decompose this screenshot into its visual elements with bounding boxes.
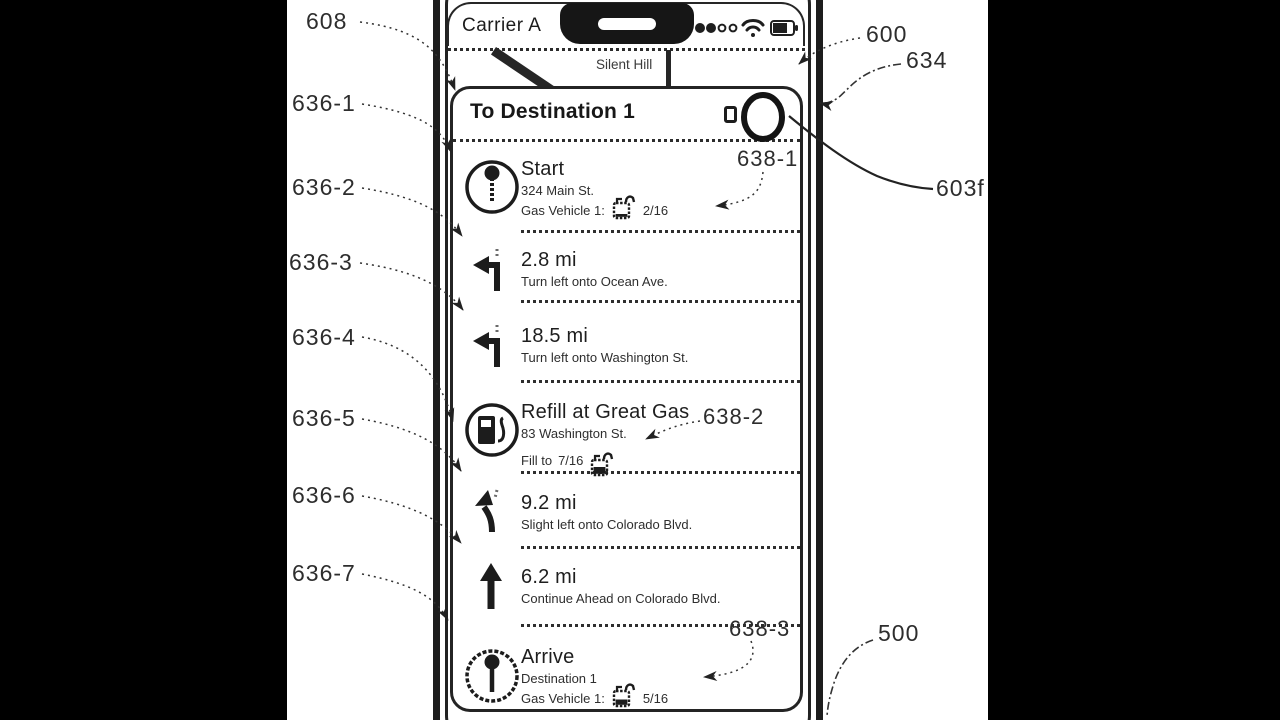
step-title: Start	[521, 158, 565, 180]
ref-label-638-1: 638-1	[737, 146, 799, 171]
ref-label-636-5: 636-5	[292, 405, 356, 431]
list-toggle-icon[interactable]	[724, 106, 737, 123]
step-turn-2[interactable]: 18.5 mi Turn left onto Washington St.	[453, 303, 800, 380]
ref-label-636-6: 636-6	[292, 482, 356, 508]
gas-can-icon	[591, 452, 614, 477]
step-title: Arrive	[521, 646, 575, 668]
gas-can-icon	[612, 683, 635, 708]
divider	[521, 546, 800, 549]
ref-label-634: 634	[906, 47, 948, 73]
wifi-icon	[741, 19, 765, 37]
fuel-value: 2/16	[642, 202, 669, 218]
speaker-slot-icon	[598, 18, 656, 30]
slight-left-arrow-icon	[475, 489, 499, 533]
signal-dots-icon	[695, 23, 738, 33]
step-instruction: Continue Ahead on Colorado Blvd.	[521, 591, 721, 606]
step-instruction: Turn left onto Ocean Ave.	[521, 274, 668, 289]
gas-can-icon	[612, 195, 635, 220]
divider	[521, 471, 800, 474]
step-turn-1[interactable]: 2.8 mi Turn left onto Ocean Ave.	[453, 233, 800, 300]
ref-label-636-1: 636-1	[292, 90, 356, 116]
divider	[521, 230, 800, 233]
ref-label-638-3: 638-3	[729, 616, 791, 641]
step-refill[interactable]: Refill at Great Gas 83 Washington St. Fi…	[453, 383, 800, 477]
step-instruction: Turn left onto Washington St.	[521, 350, 689, 365]
ref-label-636-7: 636-7	[292, 560, 356, 586]
fuel-label: Gas Vehicle 1:	[521, 202, 605, 218]
ref-label-600: 600	[866, 21, 908, 47]
step-arrive[interactable]: Arrive Destination 1 Gas Vehicle 1: 5/16	[453, 627, 800, 720]
circle-button-icon[interactable]	[739, 92, 787, 142]
step-straight[interactable]: 6.2 mi Continue Ahead on Colorado Blvd.	[453, 549, 800, 624]
map-road	[666, 50, 671, 87]
turn-left-arrow-icon	[473, 325, 500, 367]
ref-label-636-2: 636-2	[292, 174, 356, 200]
gas-pump-icon	[465, 403, 519, 457]
statusbar-divider	[448, 48, 805, 51]
ref-label-500: 500	[878, 620, 920, 646]
step-title: 6.2 mi	[521, 566, 577, 588]
step-title: 9.2 mi	[521, 492, 577, 514]
turn-left-arrow-icon	[473, 249, 500, 291]
ref-label-603f: 603f	[936, 175, 985, 201]
ref-label-638-2: 638-2	[703, 404, 765, 429]
map-street-label: Silent Hill	[596, 57, 653, 72]
step-address: 83 Washington St.	[521, 426, 627, 441]
status-icons	[695, 19, 798, 37]
step-title: 2.8 mi	[521, 249, 577, 271]
step-address: Destination 1	[521, 671, 597, 686]
carrier-label: Carrier A	[462, 15, 542, 36]
straight-arrow-icon	[480, 563, 502, 609]
step-title: Refill at Great Gas	[521, 401, 690, 423]
step-start[interactable]: Start 324 Main St. Gas Vehicle 1: 2/16	[453, 142, 800, 230]
fuel-value: 5/16	[642, 690, 669, 706]
divider	[521, 380, 800, 383]
step-title: 18.5 mi	[521, 325, 588, 347]
pin-icon	[465, 649, 519, 703]
notch	[560, 3, 694, 44]
fuel-label: Fill to	[521, 452, 553, 468]
step-address: 324 Main St.	[521, 183, 594, 198]
divider	[453, 139, 800, 142]
directions-panel: To Destination 1 Start 324 Main St. Gas …	[450, 86, 803, 712]
fuel-label: Gas Vehicle 1:	[521, 690, 605, 706]
pin-icon	[465, 160, 519, 214]
step-instruction: Slight left onto Colorado Blvd.	[521, 517, 693, 532]
divider	[521, 624, 800, 627]
step-turn-3[interactable]: 9.2 mi Slight left onto Colorado Blvd.	[453, 474, 800, 546]
panel-header: To Destination 1	[453, 89, 800, 142]
ref-label-636-4: 636-4	[292, 324, 356, 350]
divider	[521, 300, 800, 303]
battery-icon	[770, 20, 798, 36]
panel-title: To Destination 1	[470, 100, 635, 123]
ref-label-608: 608	[306, 8, 348, 34]
ref-label-636-3: 636-3	[289, 249, 353, 275]
fuel-value: 7/16	[558, 452, 584, 468]
